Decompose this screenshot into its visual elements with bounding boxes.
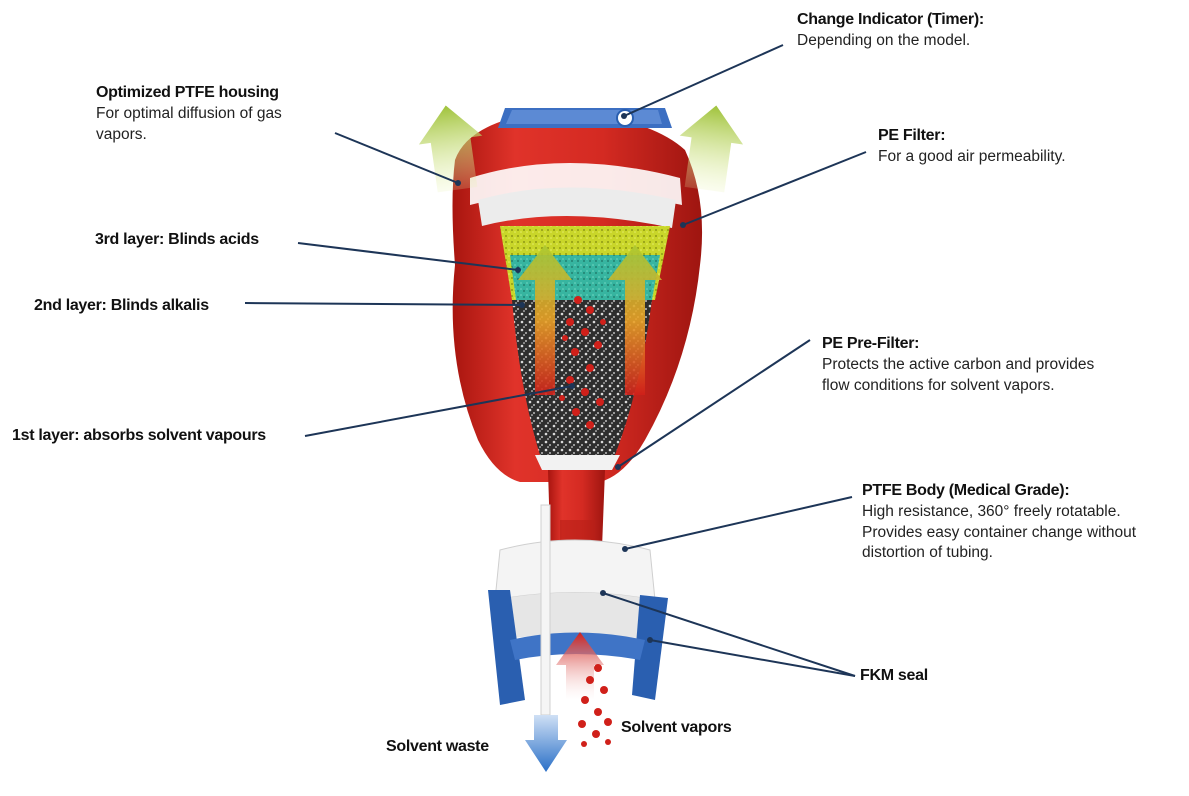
fkm-seal-label: FKM seal xyxy=(860,667,928,685)
change-indicator-desc: Depending on the model. xyxy=(797,31,984,51)
change-indicator-title: Change Indicator (Timer): xyxy=(797,11,984,29)
ptfe-body-collar xyxy=(495,540,655,640)
housing-label: Optimized PTFE housing For optimal diffu… xyxy=(96,84,282,145)
solvent-waste-label: Solvent waste xyxy=(386,738,489,756)
change-indicator-timer xyxy=(498,108,672,128)
layer2-label: 2nd layer: Blinds alkalis xyxy=(34,297,209,315)
solvent-vapors-label: Solvent vapors xyxy=(621,719,732,737)
body-desc-line1: High resistance, 360° freely rotatable. xyxy=(862,502,1136,522)
pre-filter-title: PE Pre-Filter: xyxy=(822,335,1094,353)
leader-change-indicator xyxy=(624,45,783,116)
housing-title: Optimized PTFE housing xyxy=(96,84,282,102)
body-title: PTFE Body (Medical Grade): xyxy=(862,482,1136,500)
leader-fkm-seal-2 xyxy=(650,640,855,676)
pe-filter-title: PE Filter: xyxy=(878,127,1066,145)
body-label: PTFE Body (Medical Grade): High resistan… xyxy=(862,482,1136,563)
body-desc-line3: distortion of tubing. xyxy=(862,543,1136,563)
layer3-label: 3rd layer: Blinds acids xyxy=(95,231,259,249)
leader-body xyxy=(625,497,852,549)
pre-filter-label: PE Pre-Filter: Protects the active carbo… xyxy=(822,335,1094,396)
housing-desc-line2: vapors. xyxy=(96,125,282,145)
pe-filter-desc: For a good air permeability. xyxy=(878,147,1066,167)
pe-filter-label: PE Filter: For a good air permeability. xyxy=(878,127,1066,168)
layer1-label: 1st layer: absorbs solvent vapours xyxy=(12,427,266,445)
pre-filter-desc-line1: Protects the active carbon and provides xyxy=(822,355,1094,375)
change-indicator-label: Change Indicator (Timer): Depending on t… xyxy=(797,11,984,52)
pre-filter-desc-line2: flow conditions for solvent vapors. xyxy=(822,376,1094,396)
housing-desc-line1: For optimal diffusion of gas xyxy=(96,104,282,124)
body-desc-line2: Provides easy container change without xyxy=(862,523,1136,543)
